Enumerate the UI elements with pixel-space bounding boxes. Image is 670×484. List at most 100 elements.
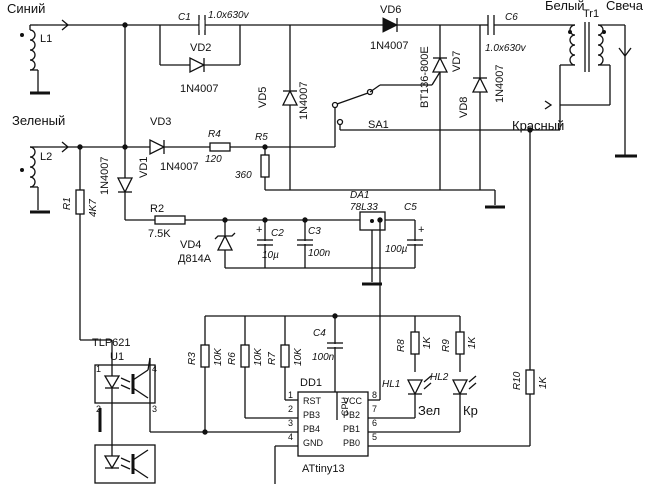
resistor-r3 [200, 344, 210, 368]
label-da1-value: 78L33 [350, 202, 378, 213]
resistor-r10 [525, 369, 535, 395]
label-r10: R10 [512, 371, 523, 390]
pin-vcc: VCC [343, 396, 363, 406]
label-r5: R5 [255, 132, 268, 143]
label-c1: C1 [178, 12, 191, 23]
label-r5-value: 360 [235, 170, 252, 181]
resistor-r2 [154, 215, 186, 225]
label-r1: R1 [62, 197, 73, 210]
pin-gnd: GND [303, 438, 324, 448]
resistor-r4 [209, 142, 231, 152]
label-r8: R8 [396, 339, 407, 352]
pin-num-6: 6 [372, 418, 377, 428]
label-c2-value: 10µ [262, 250, 279, 261]
pin-num-5: 5 [372, 432, 377, 442]
label-r7: R7 [267, 352, 278, 365]
resistor-r6 [240, 344, 250, 368]
label-hl2: HL2 [430, 372, 449, 383]
pin-num-7: 7 [372, 404, 377, 414]
label-vd3-value: 1N4007 [160, 161, 199, 173]
pin-pb3: PB3 [303, 410, 320, 420]
label-dd1: DD1 [300, 377, 322, 389]
pin-pb4: PB4 [303, 424, 320, 434]
label-u1: U1 [110, 351, 124, 363]
diode-vd3 [149, 138, 166, 156]
label-wire-bely: Белый [545, 0, 585, 13]
resistor-r1 [75, 189, 85, 215]
pin-pb2: PB2 [343, 410, 360, 420]
label-vd5: VD5 [257, 87, 269, 108]
mcu-dd1 [297, 391, 369, 457]
triac-vd7 [380, 56, 449, 86]
label-vd3: VD3 [150, 116, 171, 128]
pin-num-2: 2 [288, 404, 293, 414]
label-r7-value: 10K [293, 347, 304, 366]
label-r4: R4 [208, 129, 221, 140]
label-c2-plus: + [256, 224, 262, 236]
label-vd1-value: 1N4007 [99, 156, 111, 195]
label-vd7-value: BT136-800E [419, 46, 431, 108]
label-r6-value: 10K [253, 347, 264, 366]
transformer-tr1 [568, 22, 606, 72]
label-da1: DA1 [350, 190, 369, 201]
diode-vd6 [382, 17, 399, 33]
pin-pb0: PB0 [343, 438, 360, 448]
label-r1-value: 4K7 [88, 199, 99, 217]
u1-pin-1: 1 [96, 364, 101, 374]
u1-pin-4: 4 [152, 364, 157, 374]
label-c5-plus: + [418, 224, 424, 236]
opto2-transistor [131, 449, 149, 479]
label-wire-siniy: Синий [7, 1, 45, 16]
label-c6-value: 1.0x630v [485, 43, 527, 54]
connector-arrow-krasny [544, 100, 553, 110]
label-vd2-value: 1N4007 [180, 83, 219, 95]
label-c6: C6 [505, 12, 518, 23]
label-c4-value: 100n [312, 352, 335, 363]
label-l1: L1 [40, 33, 52, 45]
pin-pb1: PB1 [343, 424, 360, 434]
label-tlp621: TLP621 [92, 337, 131, 349]
diode-vd2 [189, 56, 206, 74]
resistor-r7 [280, 344, 290, 368]
pin-num-8: 8 [372, 390, 377, 400]
label-vd8-value: 1N4007 [494, 64, 506, 103]
label-r6: R6 [227, 352, 238, 365]
coil-l1 [20, 24, 50, 95]
resistor-r5 [260, 154, 270, 178]
label-cpu: CPU [340, 397, 350, 416]
opto-transistor [131, 369, 149, 399]
label-vd7: VD7 [451, 51, 463, 72]
label-r8-value: 1K [422, 335, 433, 349]
label-wire-svecha: Свеча [606, 0, 644, 13]
label-r10-value: 1K [538, 375, 549, 389]
capacitor-c6 [487, 15, 495, 35]
label-vd4-value: Д814А [178, 253, 212, 265]
label-r9-value: 1K [467, 335, 478, 349]
resistor-r9 [455, 331, 465, 355]
u1-pin-3: 3 [152, 404, 157, 414]
label-vd2: VD2 [190, 42, 211, 54]
capacitor-c3 [302, 241, 308, 244]
capacitor-c1 [198, 15, 206, 35]
label-r4-value: 120 [205, 154, 222, 165]
led-hl2 [451, 375, 477, 396]
label-vd6-value: 1N4007 [370, 40, 409, 52]
label-dd1-value: ATtiny13 [302, 463, 345, 475]
diode-vd1 [116, 177, 134, 194]
connector-arrow-svecha [618, 47, 632, 58]
label-r9: R9 [441, 339, 452, 352]
label-vd6: VD6 [380, 4, 401, 16]
label-vd4: VD4 [180, 239, 201, 251]
label-hl1: HL1 [382, 379, 400, 390]
zener-vd4 [214, 232, 236, 251]
label-c5-value: 100µ [385, 244, 408, 255]
pin-num-4: 4 [288, 432, 293, 442]
label-r2: R2 [150, 203, 164, 215]
label-r2-value: 7.5K [148, 228, 171, 240]
pin-num-1: 1 [288, 390, 293, 400]
label-hl1-value: Зел [418, 403, 440, 418]
switch-sa1[interactable] [331, 88, 374, 126]
pin-num-3: 3 [288, 418, 293, 428]
label-wire-krasny: Красный [512, 118, 564, 133]
